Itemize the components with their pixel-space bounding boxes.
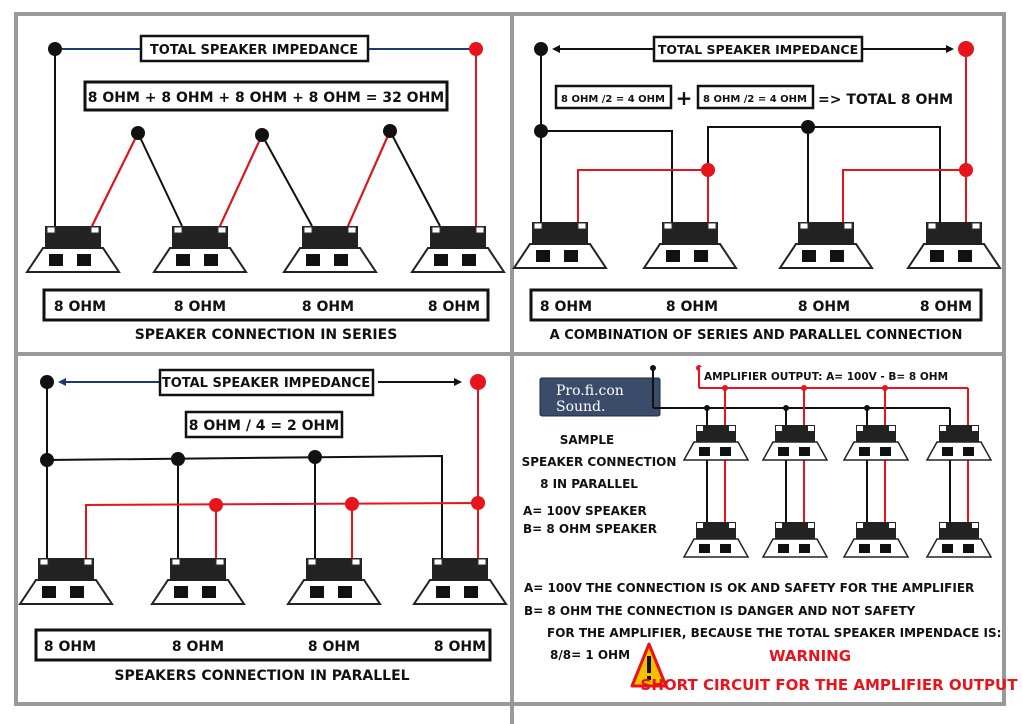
ohm-label: 8 OHM bbox=[302, 299, 354, 315]
ohm-label: 8 OHM bbox=[44, 639, 96, 655]
junction-dot-icon bbox=[471, 496, 485, 510]
warning-title: WARNING bbox=[769, 647, 851, 665]
panel-series: TOTAL SPEAKER IMPEDANCE 8 OHM + 8 OHM + … bbox=[26, 34, 505, 343]
warning-text: SHORT CIRCUIT FOR THE AMPLIFIER OUTPUT bbox=[641, 676, 1019, 694]
series-caption: SPEAKER CONNECTION IN SERIES bbox=[135, 327, 398, 343]
speaker-icon bbox=[762, 424, 828, 461]
sample-heading-3: 8 IN PARALLEL bbox=[540, 477, 638, 491]
junction-dot-icon bbox=[783, 405, 789, 411]
combination-title: TOTAL SPEAKER IMPEDANCE bbox=[658, 42, 858, 57]
ohm-label: 8 OHM bbox=[174, 299, 226, 315]
speaker-icon bbox=[283, 225, 377, 273]
negative-terminal-icon bbox=[48, 42, 62, 56]
speaker-icon bbox=[411, 225, 505, 273]
ohm-label: 8 OHM bbox=[428, 299, 480, 315]
positive-terminal-icon bbox=[469, 42, 483, 56]
junction-dot-icon bbox=[345, 497, 359, 511]
speaker-icon bbox=[287, 557, 381, 605]
note-a: A= 100V THE CONNECTION IS OK AND SAFETY … bbox=[524, 581, 974, 595]
note-b-line-2: FOR THE AMPLIFIER, BECAUSE THE TOTAL SPE… bbox=[547, 626, 1001, 640]
speaker-icon bbox=[151, 557, 245, 605]
ohm-label: 8 OHM bbox=[540, 299, 592, 315]
junction-dot-icon bbox=[383, 124, 397, 138]
ohm-label: 8 OHM bbox=[434, 639, 486, 655]
parallel-title: TOTAL SPEAKER IMPEDANCE bbox=[162, 376, 370, 391]
junction-dot-icon bbox=[255, 128, 269, 142]
legend-a: A= 100V SPEAKER bbox=[523, 504, 647, 518]
speaker-icon bbox=[762, 521, 828, 558]
speaker-icon bbox=[926, 424, 992, 461]
speaker-icon bbox=[843, 424, 909, 461]
brand-logo: Pro.fi.con Sound. bbox=[539, 377, 661, 417]
positive-terminal-icon bbox=[470, 374, 486, 390]
parallel-formula: 8 OHM / 4 = 2 OHM bbox=[189, 418, 339, 434]
speaker-icon bbox=[683, 521, 749, 558]
ohm-label: 8 OHM bbox=[54, 299, 106, 315]
combination-formula-a: 8 OHM /2 = 4 OHM bbox=[561, 94, 665, 105]
speaker-icon bbox=[683, 424, 749, 461]
series-title: TOTAL SPEAKER IMPEDANCE bbox=[150, 43, 358, 58]
parallel-wires bbox=[46, 378, 479, 558]
combination-caption: A COMBINATION OF SERIES AND PARALLEL CON… bbox=[550, 328, 963, 343]
junction-dot-icon bbox=[801, 120, 815, 134]
sample-heading-2: SPEAKER CONNECTION bbox=[522, 455, 677, 469]
ohm-label: 8 OHM bbox=[798, 299, 850, 315]
junction-dot-icon bbox=[801, 385, 807, 391]
positive-terminal-icon bbox=[958, 41, 974, 57]
logo-line-2: Sound. bbox=[556, 399, 605, 415]
junction-dot-icon bbox=[534, 124, 548, 138]
junction-dot-icon bbox=[209, 498, 223, 512]
speaker-icon bbox=[843, 521, 909, 558]
panel-sample: Pro.fi.con Sound. SAMPLE SPEAKER CONNECT… bbox=[522, 365, 1019, 694]
ohm-label: 8 OHM bbox=[920, 299, 972, 315]
amplifier-output-label: AMPLIFIER OUTPUT: A= 100V - B= 8 OHM bbox=[704, 371, 948, 383]
combination-wires bbox=[540, 45, 967, 222]
speaker-icon bbox=[19, 557, 113, 605]
junction-dot-icon bbox=[722, 385, 728, 391]
plus-sign: + bbox=[676, 86, 693, 110]
negative-terminal-icon bbox=[534, 42, 548, 56]
junction-dot-icon bbox=[704, 405, 710, 411]
junction-dot-icon bbox=[171, 452, 185, 466]
combination-formula-b: 8 OHM /2 = 4 OHM bbox=[703, 94, 807, 105]
ohm-label: 8 OHM bbox=[172, 639, 224, 655]
parallel-caption: SPEAKERS CONNECTION IN PARALLEL bbox=[114, 668, 409, 684]
negative-terminal-icon bbox=[650, 365, 656, 371]
junction-dot-icon bbox=[959, 163, 973, 177]
speaker-icon bbox=[26, 225, 120, 273]
note-b-line-1: B= 8 OHM THE CONNECTION IS DANGER AND NO… bbox=[524, 604, 916, 618]
junction-dot-icon bbox=[40, 453, 54, 467]
junction-dot-icon bbox=[864, 405, 870, 411]
panel-frame bbox=[14, 12, 1006, 724]
panel-parallel: TOTAL SPEAKER IMPEDANCE 8 OHM / 4 = 2 OH… bbox=[19, 368, 507, 684]
speaker-icon bbox=[643, 221, 737, 269]
ohm-label: 8 OHM bbox=[666, 299, 718, 315]
junction-dot-icon bbox=[882, 385, 888, 391]
combination-result: => TOTAL 8 OHM bbox=[818, 92, 953, 108]
panel-combination: TOTAL SPEAKER IMPEDANCE 8 OHM /2 = 4 OHM… bbox=[513, 35, 1001, 343]
ohm-label: 8 OHM bbox=[308, 639, 360, 655]
speaker-icon bbox=[779, 221, 873, 269]
legend-b: B= 8 OHM SPEAKER bbox=[523, 522, 657, 536]
speaker-icon bbox=[907, 221, 1001, 269]
junction-dot-icon bbox=[308, 450, 322, 464]
warning-triangle-icon bbox=[630, 642, 668, 688]
sample-heading-1: SAMPLE bbox=[560, 433, 615, 447]
junction-dot-icon bbox=[131, 126, 145, 140]
note-b-line-3: 8/8= 1 OHM bbox=[550, 648, 630, 662]
logo-line-1: Pro.fi.con bbox=[556, 383, 624, 399]
speaker-icon bbox=[153, 225, 247, 273]
speaker-icon bbox=[926, 521, 992, 558]
negative-terminal-icon bbox=[40, 375, 54, 389]
junction-dot-icon bbox=[701, 163, 715, 177]
series-formula: 8 OHM + 8 OHM + 8 OHM + 8 OHM = 32 OHM bbox=[88, 90, 444, 106]
speaker-icon bbox=[513, 221, 607, 269]
speaker-icon bbox=[413, 557, 507, 605]
